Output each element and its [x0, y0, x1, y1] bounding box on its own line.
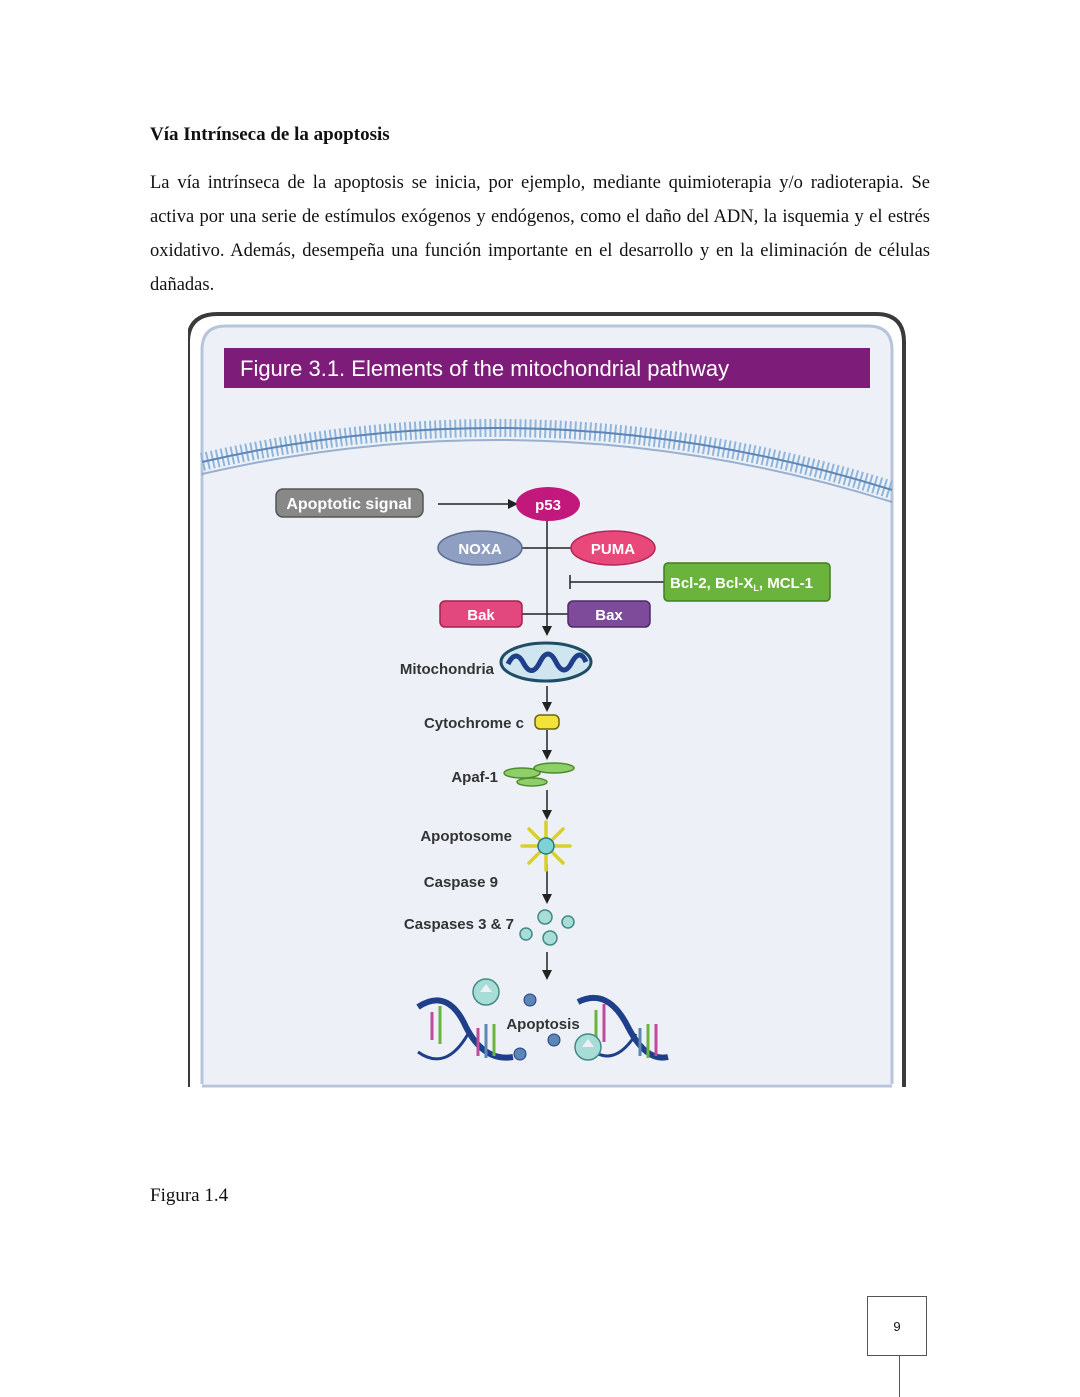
page-number: 9 [867, 1296, 927, 1356]
caspase9-label: Caspase 9 [424, 874, 498, 891]
apoptosome-icon [520, 820, 572, 872]
page-number-line [899, 1356, 900, 1397]
caspase-fragments-icon [472, 978, 602, 1061]
noxa-label: NOXA [458, 541, 502, 558]
mitochondrial-pathway-figure: Figure 3.1. Elements of the mitochondria… [188, 312, 906, 1092]
mitochondria-icon [499, 641, 593, 683]
puma-label: PUMA [591, 541, 635, 558]
apaf1-icon [503, 762, 575, 787]
apoptosome-label: Apoptosome [420, 828, 512, 845]
intro-paragraph: La vía intrínseca de la apoptosis se ini… [150, 173, 930, 295]
cytochrome-c-icon [534, 714, 560, 730]
figure-caption: Figura 1.4 [150, 1185, 229, 1206]
caspases37-label: Caspases 3 & 7 [404, 916, 514, 933]
apoptotic-signal-label: Apoptotic signal [286, 496, 411, 513]
caspases-icon [519, 909, 575, 946]
bax-node [567, 600, 651, 628]
cell-membrane [199, 419, 895, 503]
apaf1-label: Apaf-1 [451, 769, 498, 786]
bak-label: Bak [467, 607, 495, 624]
apoptotic-signal-node [275, 488, 424, 518]
apoptosis-label: Apoptosis [506, 1016, 579, 1033]
p53-node [516, 487, 580, 521]
cytochrome-c-label: Cytochrome c [424, 715, 524, 732]
figure-title: Figure 3.1. Elements of the mitochondria… [240, 356, 729, 381]
figure-title-bar [224, 348, 870, 388]
mitochondria-label: Mitochondria [400, 661, 495, 678]
bcl-family-label: Bcl-2, Bcl-XL, MCL-1 [670, 575, 813, 593]
section-heading: Vía Intrínseca de la apoptosis [150, 124, 390, 145]
bcl-family-node [663, 562, 831, 602]
puma-node [570, 530, 656, 566]
noxa-node [437, 530, 523, 566]
bax-label: Bax [595, 607, 623, 624]
bak-node [439, 600, 523, 628]
dna-fragments-icon [416, 995, 669, 1061]
p53-label: p53 [535, 497, 561, 514]
